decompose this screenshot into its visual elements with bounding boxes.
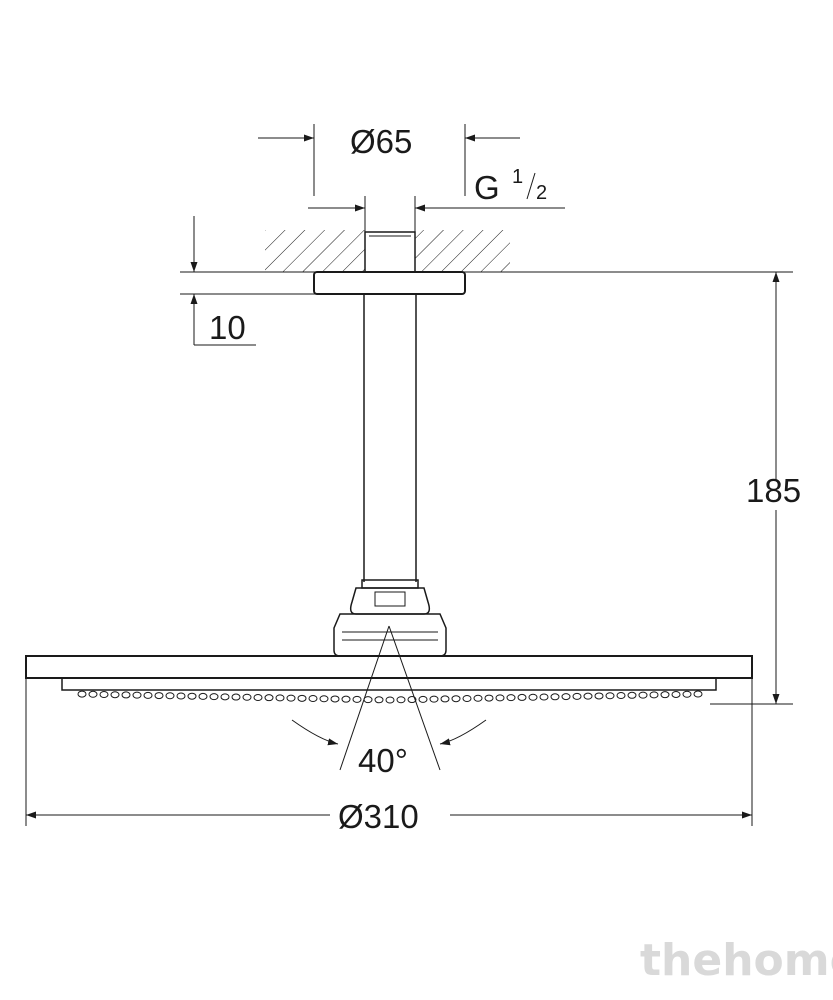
- spray-nozzle: [649, 691, 659, 699]
- spray-nozzle: [374, 696, 384, 704]
- spray-nozzle: [594, 692, 604, 700]
- spray-nozzle: [429, 695, 439, 703]
- spray-nozzle: [187, 692, 197, 700]
- ceiling-flange: [313, 271, 466, 295]
- spray-nozzle: [671, 690, 681, 698]
- spray-nozzle: [605, 692, 615, 700]
- shower-arm: [363, 294, 417, 582]
- watermark-logo: thehome: [640, 935, 833, 986]
- spray-nozzle: [616, 692, 626, 700]
- spray-nozzle: [319, 695, 329, 703]
- spray-nozzle: [198, 692, 208, 700]
- spray-nozzle: [693, 690, 703, 698]
- spray-nozzle: [77, 690, 87, 698]
- spray-nozzle: [660, 691, 670, 699]
- spray-nozzle: [396, 696, 406, 704]
- thread-denominator: 2: [536, 182, 547, 204]
- spray-nozzle: [110, 691, 120, 699]
- spray-nozzle: [495, 694, 505, 702]
- spray-nozzle: [539, 693, 549, 701]
- spray-nozzle: [484, 694, 494, 702]
- spray-nozzle: [275, 694, 285, 702]
- spray-nozzle: [638, 691, 648, 699]
- spray-nozzle: [308, 695, 318, 703]
- spray-nozzle: [88, 690, 98, 698]
- spray-nozzle: [561, 693, 571, 701]
- thread-numerator: 1: [512, 166, 523, 188]
- spray-nozzle: [132, 691, 142, 699]
- spray-nozzle: [462, 694, 472, 702]
- spray-nozzle: [572, 692, 582, 700]
- spray-nozzle: [165, 692, 175, 700]
- ball-joint: [333, 579, 447, 657]
- spray-nozzle: [253, 693, 263, 701]
- flange-diameter-label: Ø65: [350, 123, 412, 160]
- spray-nozzle: [517, 693, 527, 701]
- spray-nozzles: [77, 690, 703, 704]
- ceiling-line: [180, 271, 793, 295]
- dimension-head-diameter: Ø310: [25, 678, 753, 835]
- spray-nozzle: [385, 696, 395, 704]
- spray-nozzle: [682, 690, 692, 698]
- spray-nozzle: [528, 693, 538, 701]
- spray-nozzle: [583, 692, 593, 700]
- spray-nozzle: [330, 695, 340, 703]
- dimension-height: 185: [710, 272, 801, 705]
- spray-nozzle: [242, 693, 252, 701]
- spray-nozzle: [627, 691, 637, 699]
- spray-nozzle: [341, 695, 351, 703]
- spray-nozzle: [506, 694, 516, 702]
- spray-nozzle: [440, 695, 450, 703]
- shower-head: [25, 655, 753, 704]
- dimension-flange-diameter: Ø65: [258, 123, 520, 196]
- spray-nozzle: [451, 695, 461, 703]
- spray-nozzle: [297, 694, 307, 702]
- spray-nozzle: [264, 694, 274, 702]
- spray-nozzle: [143, 691, 153, 699]
- threaded-inlet: [364, 231, 416, 273]
- spray-angle-label: 40°: [358, 742, 408, 779]
- spray-nozzle: [352, 695, 362, 703]
- spray-nozzle: [220, 693, 230, 701]
- spray-nozzle: [473, 694, 483, 702]
- spray-angle-lines: [291, 625, 487, 771]
- dimension-flange-offset: 10: [190, 216, 256, 346]
- dimension-thread: G 1 2: [308, 166, 565, 232]
- spray-nozzle: [154, 692, 164, 700]
- spray-nozzle: [231, 693, 241, 701]
- head-diameter-label: Ø310: [338, 798, 419, 835]
- height-label: 185: [746, 472, 801, 509]
- thread-prefix-label: G: [474, 169, 500, 206]
- spray-nozzle: [99, 691, 109, 699]
- flange-offset-label: 10: [209, 309, 246, 346]
- spray-nozzle: [286, 694, 296, 702]
- ceiling-hatch: [265, 230, 510, 272]
- spray-nozzle: [418, 695, 428, 703]
- spray-nozzle: [176, 692, 186, 700]
- spray-nozzle: [121, 691, 131, 699]
- spray-nozzle: [209, 693, 219, 701]
- spray-nozzle: [550, 693, 560, 701]
